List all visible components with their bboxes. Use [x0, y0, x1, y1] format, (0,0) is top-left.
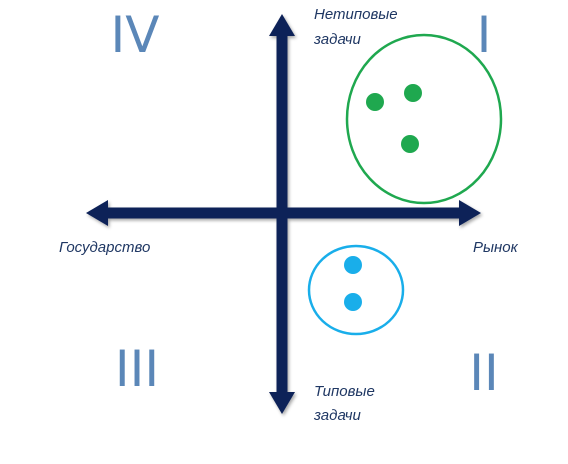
arrow-right-icon [459, 200, 481, 226]
arrow-down-icon [269, 392, 295, 414]
group-blue-outline [307, 244, 405, 336]
axis-label-left: Государство [59, 239, 150, 256]
arrow-up-icon [269, 14, 295, 36]
axis-label-top-line1: Нетиповые [314, 6, 398, 23]
quadrant-label-iii: III [115, 340, 159, 398]
quadrant-label-iv: IV [111, 6, 160, 64]
axis-label-bottom-line1: Типовые [314, 383, 375, 400]
arrow-left-icon [86, 200, 108, 226]
group-green-dot [404, 84, 422, 102]
group-green-outline [345, 33, 503, 205]
group-blue-dot [344, 256, 362, 274]
group-green [345, 33, 503, 205]
axes [86, 14, 481, 414]
group-blue [307, 244, 405, 336]
quadrant-label-i: I [477, 6, 492, 64]
group-blue-dot [344, 293, 362, 311]
axis-label-right: Рынок [473, 239, 519, 256]
axis-label-top-line2: задачи [313, 31, 362, 48]
axis-label-bottom-line2: задачи [313, 407, 362, 424]
group-green-dot [401, 135, 419, 153]
group-green-dot [366, 93, 384, 111]
quadrant-label-ii: II [469, 344, 499, 402]
